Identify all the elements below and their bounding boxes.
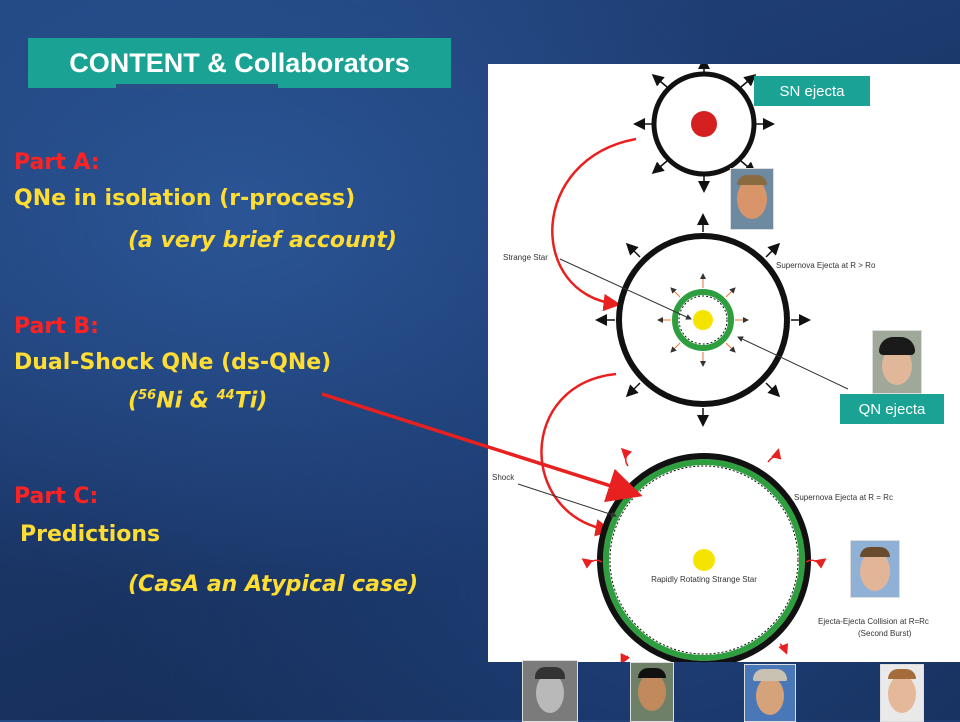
stage3-wavy-arrows — [581, 447, 827, 665]
part-a-line1: QNe in isolation (r-process) — [14, 186, 356, 211]
stage2-star — [693, 310, 713, 330]
stage2-outer-arrows — [595, 213, 811, 427]
part-b-mid: Ni & — [156, 388, 217, 414]
tag-sn-ejecta: SN ejecta — [754, 76, 870, 106]
collaborator-photo-7 — [880, 664, 924, 722]
label-collision-1: Ejecta-Ejecta Collision at R=Rc — [818, 617, 929, 626]
collaborator-photo-2 — [872, 330, 922, 394]
evolution-arrow-2 — [540, 372, 617, 537]
part-b-open: ( — [128, 388, 139, 414]
label-shock: Shock — [492, 473, 515, 482]
part-a-label: Part A: — [14, 150, 100, 175]
part-b-line2: (56Ni & 44Ti) — [128, 388, 267, 413]
evolution-arrow-1 — [551, 137, 637, 312]
tag-qn-ejecta: QN ejecta — [840, 394, 944, 424]
part-b-end: Ti) — [234, 388, 268, 414]
slide-title: CONTENT & Collaborators — [28, 38, 451, 88]
stage2-strange-star: Strange Star Supernova Ejecta at R > Ro — [503, 213, 876, 427]
label-strange-star: Strange Star — [503, 253, 548, 262]
stage2-green-ring — [672, 289, 734, 351]
part-b-sup-ti: 44 — [216, 388, 235, 403]
label-sn-ejecta-rc: Supernova Ejecta at R = Rc — [794, 493, 893, 502]
stage3-star — [693, 549, 715, 571]
part-a-line2: (a very brief account) — [128, 228, 397, 253]
pointer-arrow — [321, 392, 643, 503]
part-b-line1: Dual-Shock QNe (ds-QNe) — [14, 350, 332, 375]
part-c-label: Part C: — [14, 484, 99, 509]
stage1-ring — [651, 71, 757, 177]
label-rapid-star: Rapidly Rotating Strange Star — [651, 575, 757, 584]
stage2-outer-ring — [616, 233, 790, 407]
part-b-sup-ni: 56 — [138, 388, 157, 403]
stage1-core — [691, 111, 717, 137]
title-underline — [116, 84, 278, 89]
label-collision-2: (Second Burst) — [858, 629, 912, 638]
collaborator-photo-6 — [744, 664, 796, 722]
collaborator-photo-5 — [630, 662, 674, 722]
stage2-inner-arrows — [657, 273, 749, 367]
qne-diagram-panel: Strange Star Supernova Ejecta at R > Ro … — [488, 57, 960, 667]
part-c-line1: Predictions — [20, 522, 161, 547]
slide-title-text: CONTENT & Collaborators — [69, 47, 410, 78]
part-c-line2: (CasA an Atypical case) — [128, 572, 419, 597]
label-sn-ejecta-ro: Supernova Ejecta at R > Ro — [776, 261, 876, 270]
part-b-label: Part B: — [14, 314, 99, 339]
collaborator-photo-3 — [850, 540, 900, 598]
collaborator-photo-1 — [730, 168, 774, 230]
